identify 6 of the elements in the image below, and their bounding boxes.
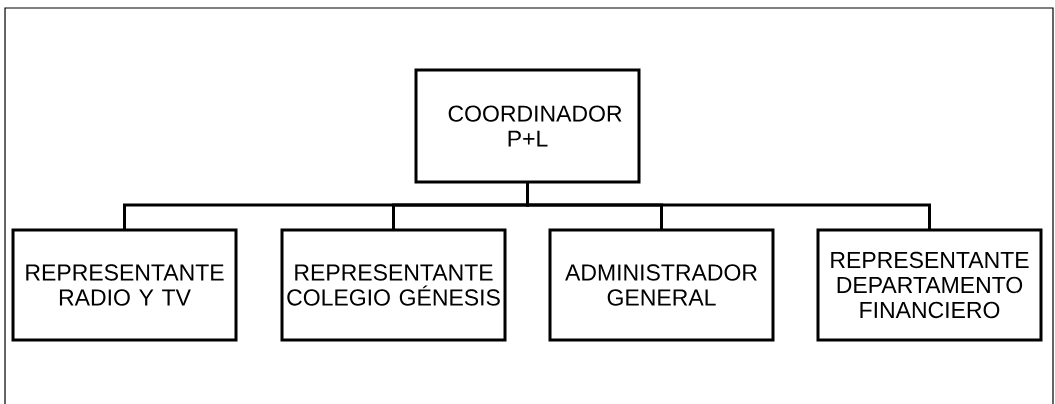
org-box: COORDINADOR P+L [414,68,641,184]
org-box: ADMINISTRADOR GENERAL [548,228,775,342]
connector-line [526,182,931,230]
org-box: REPRESENTANTE RADIO Y TV [11,228,238,342]
org-box: REPRESENTANTE COLEGIO GÉNESIS [280,228,507,342]
org-box: REPRESENTANTE DEPARTAMENTO FINANCIERO [816,228,1043,342]
